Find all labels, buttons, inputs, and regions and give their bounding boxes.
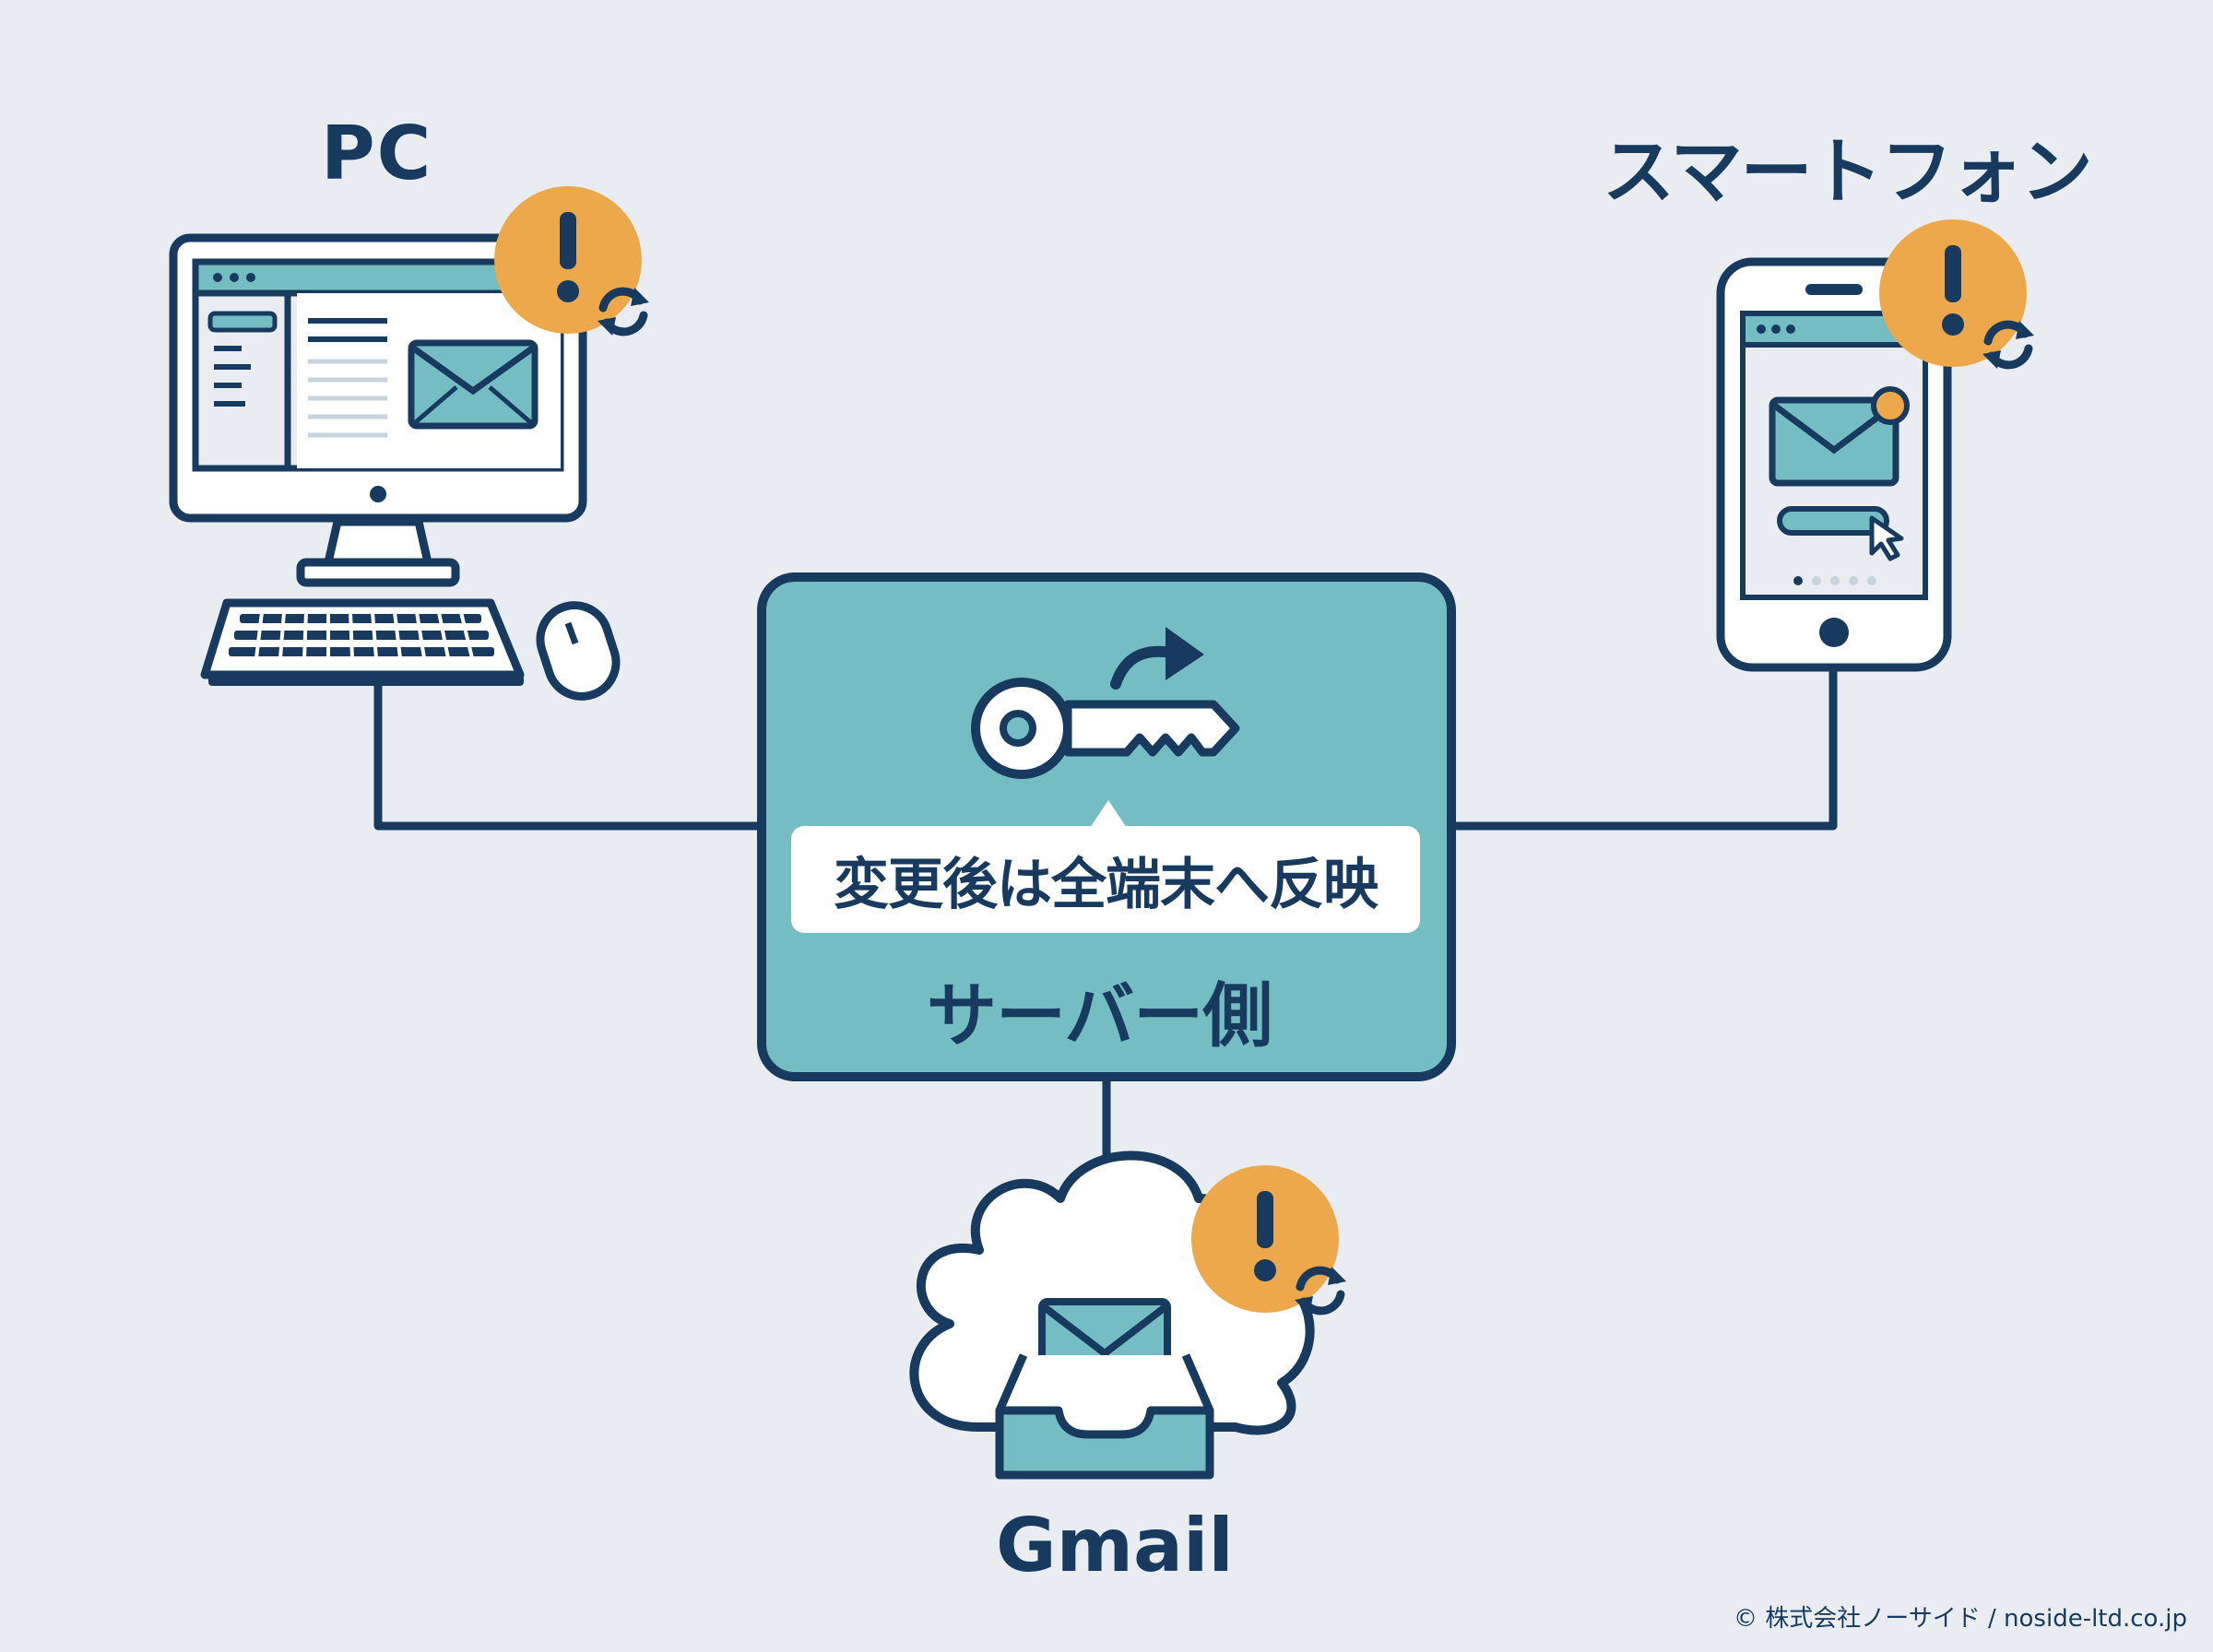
- pc-warning-sync-icon: [494, 186, 649, 336]
- phone-warning-sync-icon: [1879, 219, 2034, 369]
- gmail-label: Gmail: [996, 1503, 1234, 1588]
- server-callout: 変更後は全端末へ反映: [791, 826, 1420, 933]
- copyright-notice: © 株式会社ノーサイド / noside-ltd.co.jp: [1734, 1605, 2187, 1633]
- pc-connector: [373, 678, 765, 831]
- pc-label: PC: [321, 111, 433, 196]
- callout-pointer: [1090, 800, 1127, 828]
- phone-connector: [1448, 664, 1838, 831]
- smartphone-icon: [1716, 257, 1952, 672]
- server-title: サーバー側: [927, 974, 1272, 1056]
- key-change-icon: [971, 627, 1240, 779]
- smartphone-label: スマートフォン: [1603, 131, 2093, 214]
- callout-text: 変更後は全端末へ反映: [834, 852, 1379, 917]
- gmail-warning-sync-icon: [1191, 1165, 1346, 1315]
